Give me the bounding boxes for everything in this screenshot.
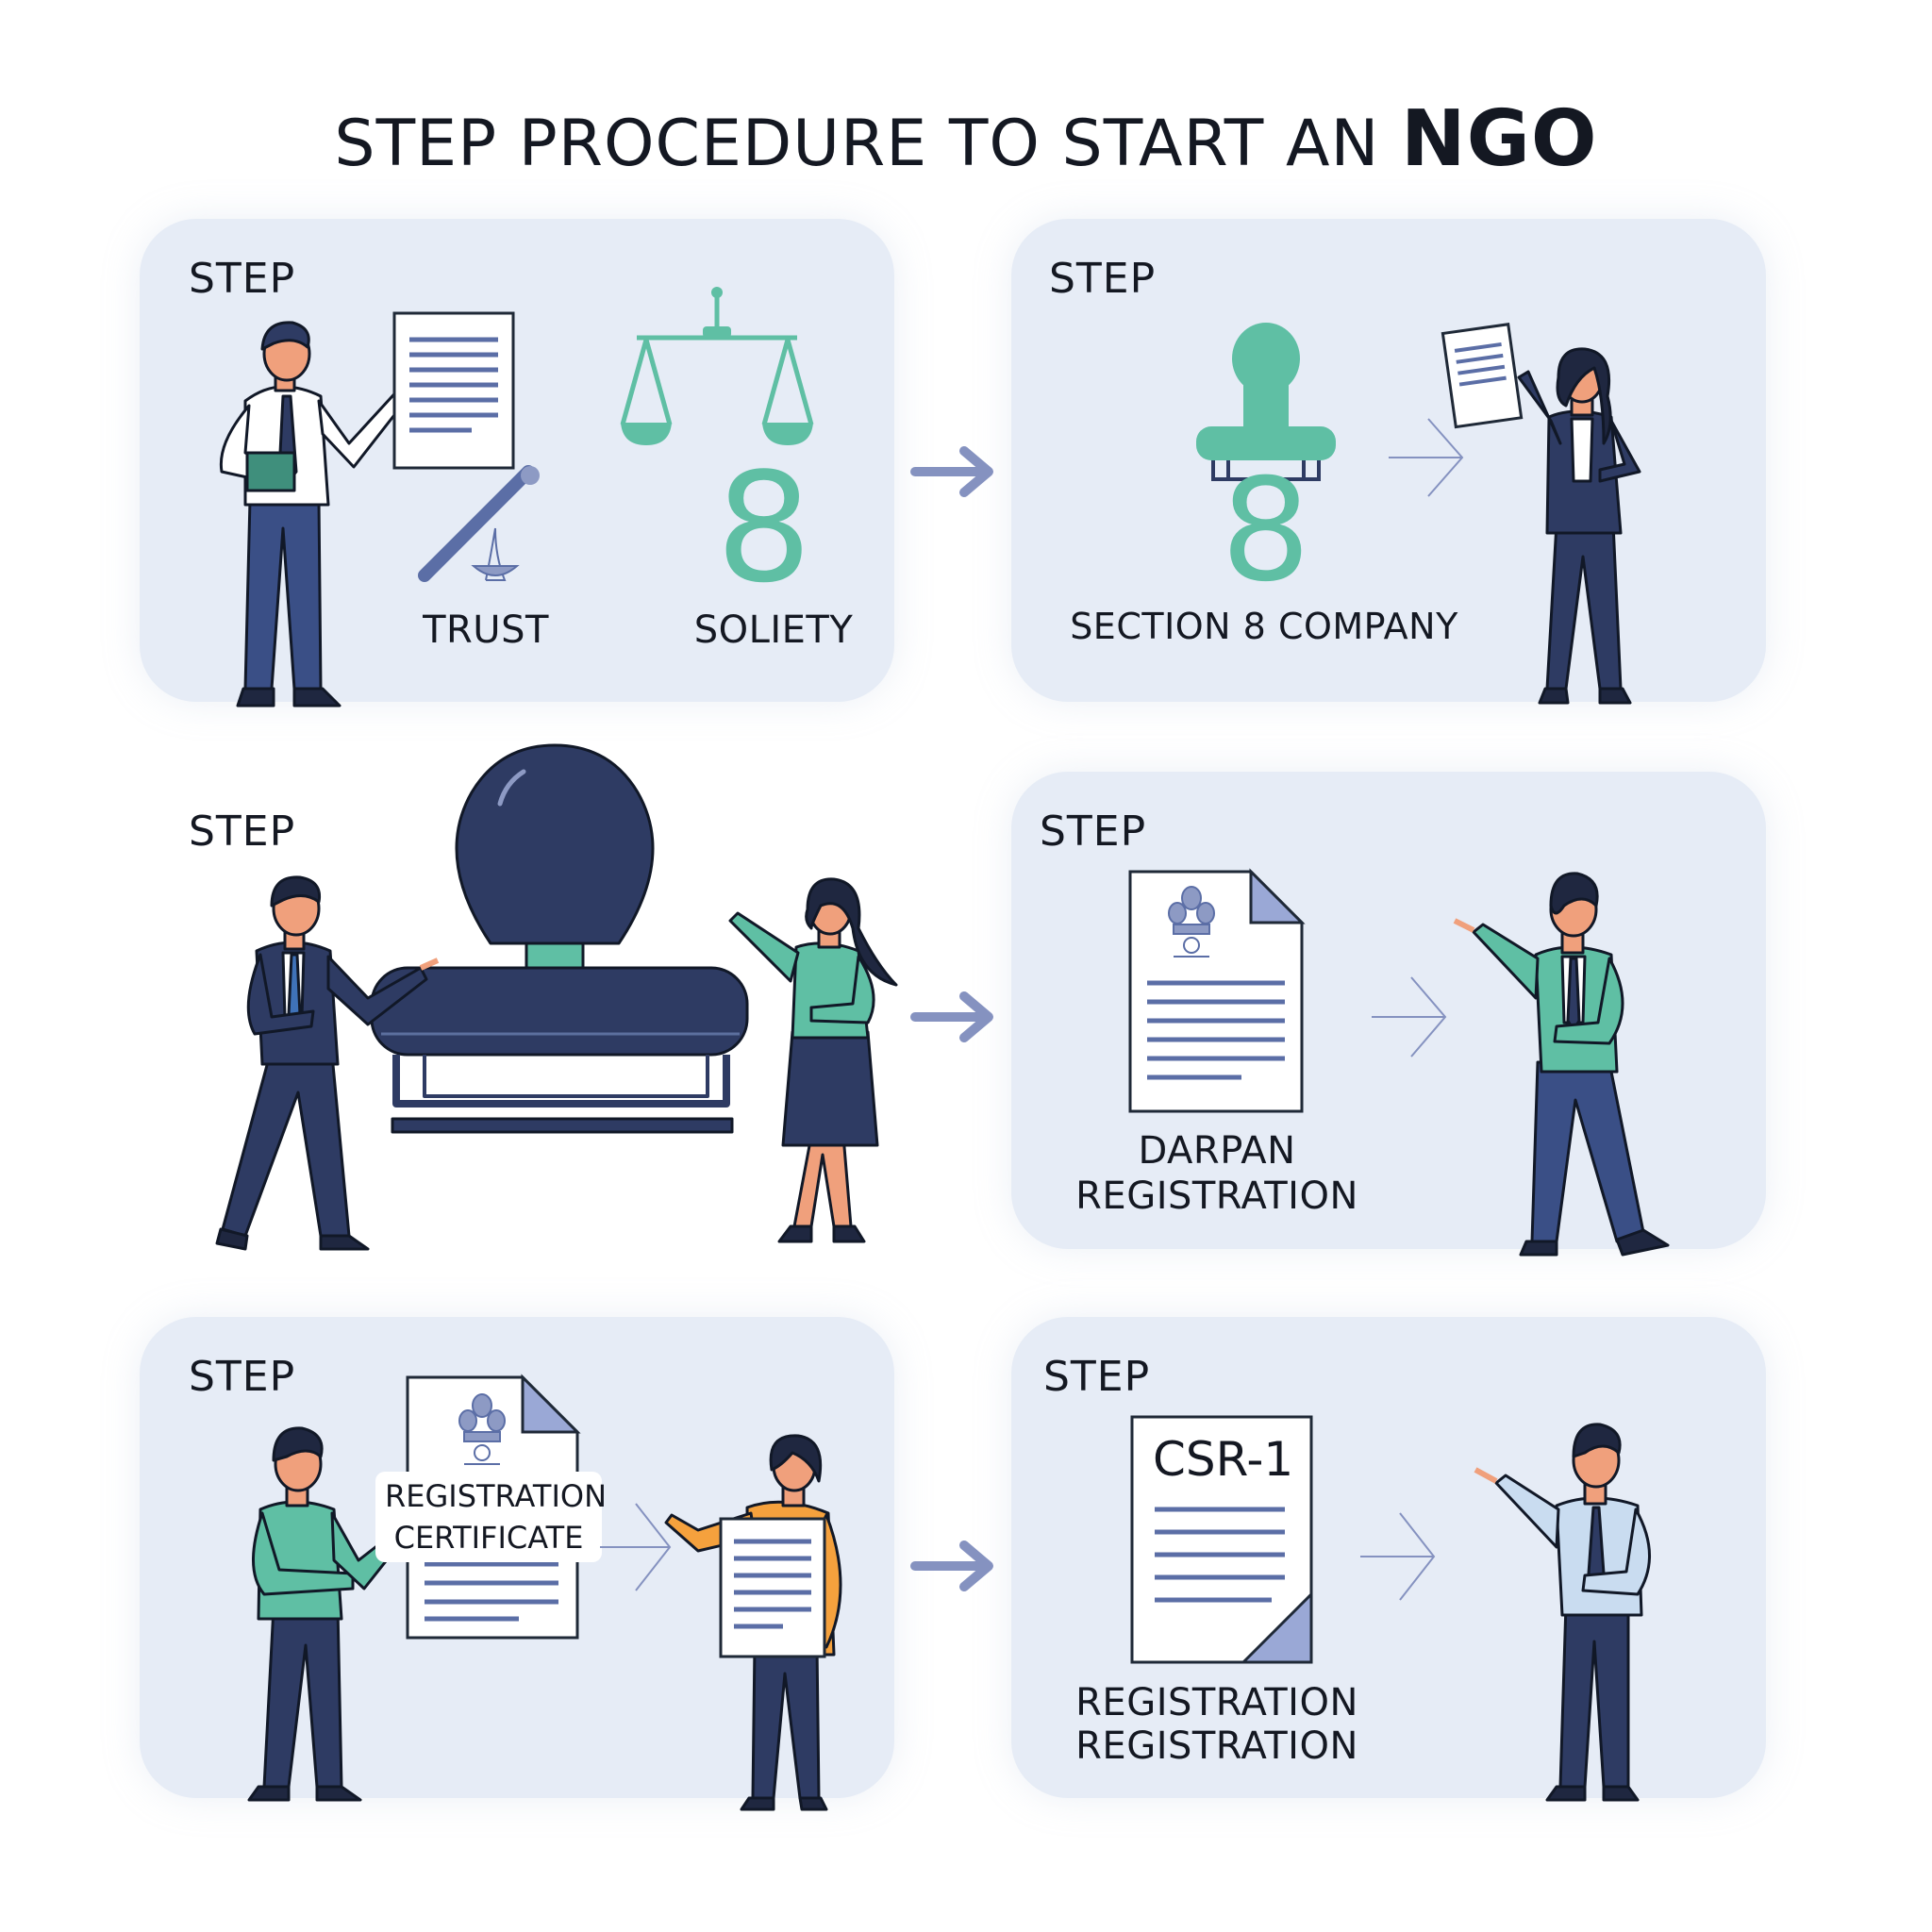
- caption-6-line1: REGISTRATION: [1075, 1681, 1358, 1724]
- step-panel-2: [1011, 219, 1766, 702]
- document-icon: [1441, 323, 1524, 429]
- stamp-icon: [370, 743, 749, 1134]
- arrow-right-icon: [910, 1541, 993, 1591]
- step-label-3: STEP: [189, 808, 296, 856]
- businessman-light-shirt-figure: [1474, 1423, 1651, 1802]
- caption-trust: TRUST: [423, 608, 549, 652]
- number-eight-section: 8: [1221, 449, 1311, 613]
- number-eight: 8: [715, 440, 813, 616]
- caption-6-line2: REGISTRATION: [1075, 1724, 1358, 1768]
- caption-section-8-company: SECTION 8 COMPANY: [1070, 606, 1458, 647]
- businessman-figure: [219, 321, 409, 708]
- gavel-icon: [418, 465, 540, 582]
- arrow-right-icon: [1389, 418, 1464, 497]
- businesswoman-figure: [1517, 347, 1641, 705]
- document-icon: [1128, 868, 1306, 1113]
- businessman-green-figure: [1453, 872, 1670, 1257]
- csr-document-title: CSR-1: [1153, 1432, 1294, 1487]
- document-icon: [1130, 1415, 1313, 1664]
- arrow-right-icon: [1372, 976, 1447, 1058]
- businessman-pointing-figure: [215, 875, 440, 1251]
- stamp-icon: [1196, 323, 1336, 481]
- arrow-right-icon: [600, 1503, 672, 1591]
- businesswoman-holding-doc-figure: [664, 1434, 842, 1811]
- title-emphasis: NGO: [1400, 94, 1598, 184]
- caption-society: SOLIETY: [693, 608, 854, 652]
- emblem-icon: [1168, 886, 1215, 958]
- step-label-1: STEP: [189, 255, 296, 303]
- cert-label-line1: REGISTRATION: [385, 1478, 607, 1514]
- step-label-4: STEP: [1040, 808, 1147, 856]
- page-title: STEP PROCEDURE TO START AN NGO: [0, 94, 1932, 184]
- arrow-right-icon: [1360, 1512, 1436, 1601]
- arrow-right-icon: [910, 446, 993, 497]
- caption-darpan-line1: DARPAN: [1138, 1129, 1296, 1173]
- step-label-6: STEP: [1043, 1353, 1151, 1401]
- step-label-2: STEP: [1049, 255, 1157, 303]
- document-icon: [392, 311, 515, 470]
- emblem-icon: [458, 1393, 506, 1465]
- caption-registration-6: REGISTRATION REGISTRATION: [1057, 1681, 1377, 1768]
- step-label-5: STEP: [189, 1353, 296, 1401]
- businessman-teal-figure: [247, 1426, 402, 1802]
- scales-icon: [620, 287, 814, 445]
- caption-darpan-line2: REGISTRATION: [1075, 1174, 1358, 1218]
- businesswoman-pointing-figure: [728, 877, 898, 1243]
- title-prefix: STEP PROCEDURE TO START AN: [334, 107, 1401, 181]
- registration-certificate-label: REGISTRATION CERTIFICATE: [375, 1472, 607, 1562]
- arrow-right-icon: [910, 991, 993, 1042]
- cert-label-line2: CERTIFICATE: [393, 1520, 584, 1556]
- caption-darpan: DARPAN REGISTRATION: [1057, 1128, 1377, 1219]
